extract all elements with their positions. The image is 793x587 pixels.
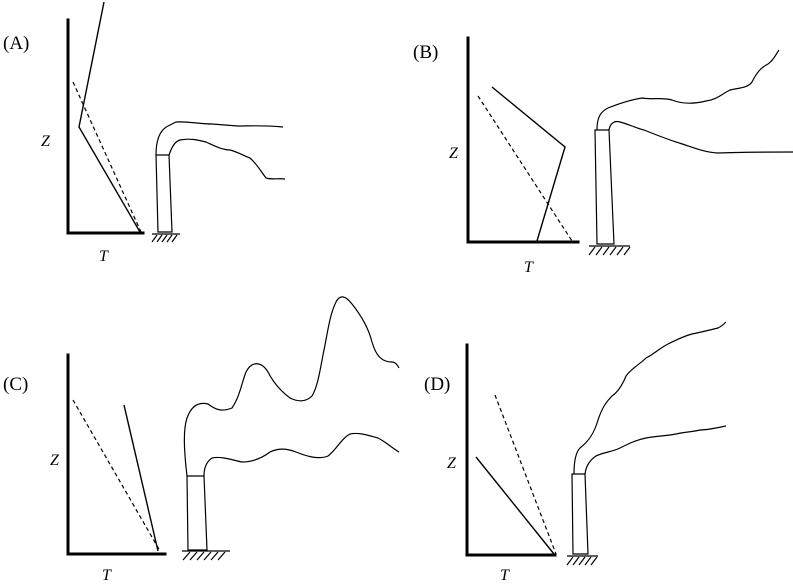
panel-d-label: (D) — [424, 374, 450, 395]
panel-d-plume-lower-edge — [584, 425, 727, 475]
panel-b-temperature-profile — [491, 86, 566, 242]
panel-a-temperature-profile — [78, 1, 141, 233]
panel-c-z-axis-label: Z — [50, 452, 60, 469]
panel-a: (A) Z T — [3, 1, 286, 265]
panel-d-plume-upper-edge — [573, 321, 727, 475]
panel-c-temperature-profile — [123, 404, 159, 552]
panel-c-adiabatic-lapse-line — [72, 399, 161, 552]
panel-b-adiabatic-lapse-line — [477, 95, 573, 242]
panel-d-smokestack — [571, 473, 589, 555]
panel-c-plume-lower-edge — [203, 432, 400, 477]
panel-a-adiabatic-lapse-line — [72, 81, 142, 233]
panel-b-smokestack — [594, 129, 615, 245]
panel-b-z-axis-label: Z — [449, 145, 459, 162]
panel-c-label: (C) — [3, 374, 28, 395]
panel-a-plume-upper-edge — [155, 121, 284, 156]
panel-d-ground-hatch — [566, 555, 598, 566]
panel-d-adiabatic-lapse-line — [494, 394, 557, 555]
panel-c: (C) Z T — [3, 296, 400, 584]
panel-d-z-axis-label: Z — [447, 455, 457, 472]
panel-d-t-axis-label: T — [500, 567, 510, 584]
panel-c-smokestack — [186, 475, 208, 551]
panel-b-plume-upper-edge — [596, 49, 780, 131]
panel-b-t-axis-label: T — [524, 259, 534, 276]
panel-c-ground-hatch — [182, 550, 230, 561]
panel-b-label: (B) — [413, 42, 438, 63]
panel-a-label: (A) — [3, 33, 29, 54]
panel-a-ground-hatch — [151, 233, 180, 243]
panel-b: (B) Z T — [413, 36, 793, 276]
panel-a-t-axis-label: T — [99, 248, 109, 265]
panel-d: (D) Z T — [424, 321, 727, 584]
panel-a-z-axis-label: Z — [41, 133, 51, 150]
panel-b-ground-hatch — [588, 245, 631, 256]
panel-c-t-axis-label: T — [102, 567, 112, 584]
panel-c-plume-upper-edge — [183, 296, 400, 477]
panel-a-plume-lower-edge — [168, 138, 286, 180]
panel-d-temperature-profile — [475, 456, 555, 555]
panel-b-plume-lower-edge — [608, 120, 793, 154]
panel-a-smokestack — [155, 154, 173, 233]
